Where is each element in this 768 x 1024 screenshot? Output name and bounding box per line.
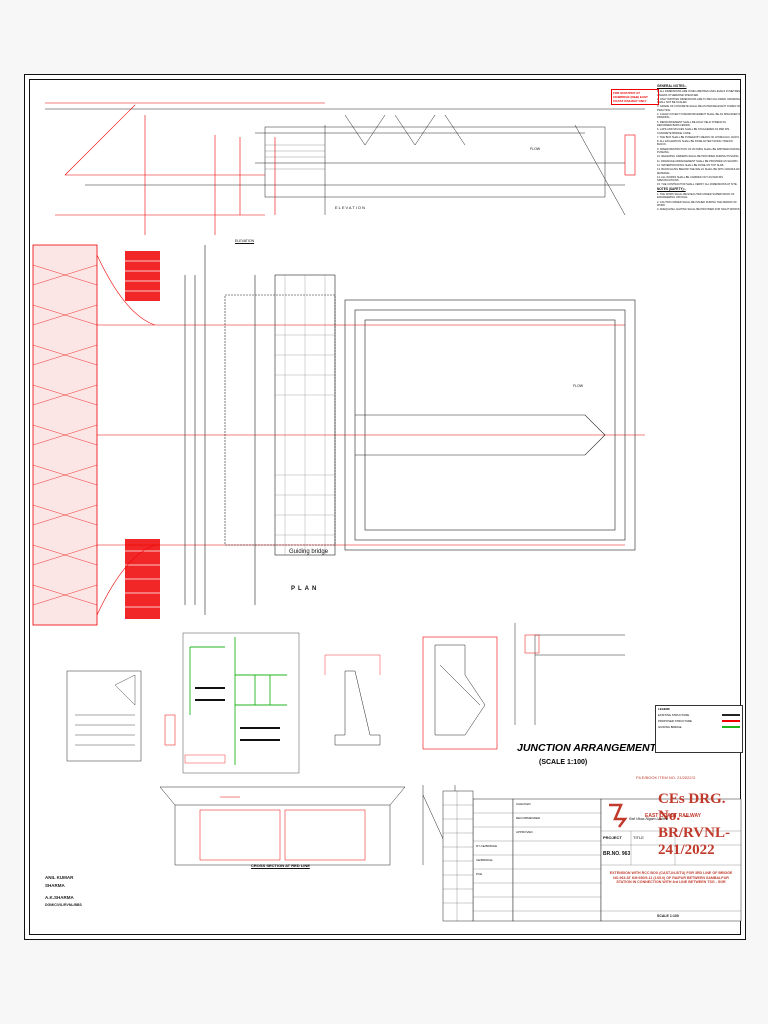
railway-name: EAST COAST RAILWAY [645, 813, 701, 819]
project-label: PROJECT [603, 835, 622, 840]
note-item: 4. CLEAR COVER TO REINFORCEMENT SHALL BE… [657, 113, 741, 120]
drawing-canvas [32, 102, 742, 922]
cross-section-label: CROSS SECTION AT RED LINE [251, 863, 310, 868]
drawing-sheet: GENERAL NOTES:- 1. ALL DIMENSIONS ARE IN… [24, 74, 746, 940]
approval-role: DY.CE/BRIDGE [476, 844, 498, 848]
note-item: 11. DRAINAGE ARRANGEMENT SHALL BE PROVID… [657, 159, 739, 163]
note-item: 2. ONLY WRITTEN DIMENSIONS ARE TO BE FOL… [657, 97, 740, 105]
flow-label: FLOW [530, 147, 541, 151]
legend-title: LEGEND [658, 707, 670, 711]
notes-title: GENERAL NOTES:- [657, 84, 687, 88]
approval-role: RECOMMENDED [516, 816, 541, 820]
signature-name: ANIL KUMAR [45, 875, 74, 880]
note-item: 14. ALL WORKS SHALL BE CARRIED OUT AS PE… [657, 175, 723, 183]
note-item: 5. REINFORCEMENT SHALL BE HIGH YIELD STR… [657, 120, 726, 127]
approval-role: CHECKED [516, 802, 531, 806]
elevation-small-label: ELEVATION [235, 239, 255, 243]
signature-name: A.K.SHARMA [45, 895, 74, 900]
note-item: 9. SPEED RESTRICTION OF 20 KMPH SHALL BE… [657, 147, 740, 155]
note-item: 15. THE CONTRACTOR SHALL VERIFY ALL DIME… [657, 183, 738, 187]
legend-box: LEGEND EXISTING STRUCTURE PROPOSED STRUC… [655, 705, 743, 753]
scrutiny-notice: FOR SCRUTINY AT CE/BRIDGE (R&B) EAST COA… [611, 89, 659, 105]
plan-label: PLAN [291, 586, 320, 592]
flow-label-plan: FLOW [573, 384, 584, 388]
note-item: 6. LAPS AND SPLICES SHALL BE STAGGERED A… [657, 128, 730, 135]
guiding-bridge-label: Guiding bridge [289, 549, 329, 555]
general-notes: GENERAL NOTES:- 1. ALL DIMENSIONS ARE IN… [657, 84, 741, 213]
approval-role: APPROVED [516, 830, 533, 834]
file-number: FILE/BOOK ITEM NO. 21/2022/3 [636, 775, 695, 780]
signature-designation: DGM/CIVIL/RVNL/BBS [45, 903, 82, 907]
note-item: 12. WATERPROOFING SHALL BE DONE ON TOP S… [657, 163, 725, 167]
note-item: 1. ALL DIMENSIONS ARE IN MILLIMETRES AND… [657, 90, 741, 97]
approval-role: PCE [476, 872, 483, 876]
drawing-number: CEs DRG. No. - BR/RVNL-241/2022 [658, 791, 730, 858]
legend-row: GUIDING BRIDGE [656, 724, 742, 730]
title-label: TITLE [633, 835, 644, 840]
safety-note-item: 2. CAUTION ORDER SHALL BE ISSUED DURING … [657, 200, 737, 207]
note-item: 8. ALL EXCAVATION SHALL BE DONE AFTER TA… [657, 140, 734, 147]
bridge-number: BR.NO. 963 [603, 851, 631, 857]
note-item: 7. THE BOX SHALL BE PUSHED BY MEANS OF H… [657, 135, 740, 139]
junction-title: JUNCTION ARRANGEMENT AT 'A' [517, 742, 688, 754]
drawing-title: EXTENSION WITH RCC BOX (CAST-IN-SITU) FO… [609, 871, 733, 885]
safety-notes-title: NOTES (SAFETY):- [657, 186, 686, 191]
note-item: 3. GRADE OF CONCRETE SHALL BE AS PER REL… [657, 105, 741, 112]
signature-name: SHARMA [45, 883, 65, 888]
note-item: 10. RELIEVING GIRDERS SHALL BE PROVIDED … [657, 155, 740, 159]
legend-row: EXISTING STRUCTURE [656, 712, 742, 718]
safety-note-item: 1. THE WORK SHALL BE EXECUTED UNDER SUPE… [657, 193, 735, 200]
safety-note-item: 3. ADEQUATE LIGHTING SHALL BE PROVIDED F… [657, 208, 741, 212]
sheet-inner-border [29, 79, 741, 935]
junction-scale: (SCALE 1:100) [539, 759, 588, 766]
company-name: Rail Vikas Nigam Limited [629, 817, 668, 821]
elevation-label: ELEVATION [335, 205, 366, 210]
note-item: 13. BACKFILLING BEHIND THE WALLS SHALL B… [657, 168, 740, 175]
approval-role: CE/BRIDGE [476, 858, 493, 862]
drawing-scale: SCALE 1:100 [657, 914, 679, 918]
legend-row: PROPOSED STRUCTURE [656, 718, 742, 724]
